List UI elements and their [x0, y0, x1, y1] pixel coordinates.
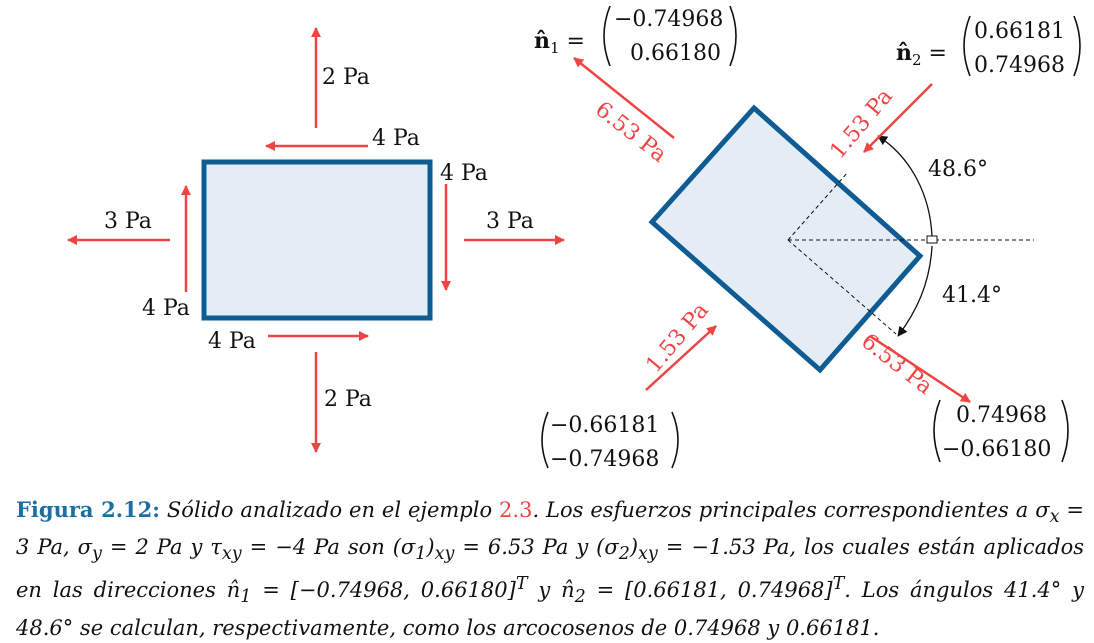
angle-arc-bottom — [897, 245, 933, 337]
direction-n2-dashed — [787, 171, 849, 241]
v3-right-paren — [671, 411, 679, 469]
n1-right-paren — [729, 5, 737, 67]
v4-left-paren — [933, 399, 941, 463]
label-shear-right: 4 Pa — [440, 161, 488, 186]
label-angle-bottom: 41.4° — [942, 283, 1002, 308]
principal-element-square — [648, 104, 924, 374]
n1-left-paren — [603, 5, 611, 67]
label-shear-top: 4 Pa — [372, 126, 420, 151]
label-653-upper: 6.53 Pa — [590, 97, 671, 168]
arrow-153-lower — [645, 325, 717, 391]
label-653-lower: 6.53 Pa — [856, 329, 937, 400]
n1-top-value: −0.74968 — [614, 7, 723, 32]
v4-top-value: 0.74968 — [956, 403, 1047, 428]
vector-n1: n̂1 = −0.74968 0.66180 — [534, 5, 737, 67]
v3-top-value: −0.66181 — [550, 413, 659, 438]
n2-left-paren — [963, 15, 971, 77]
stress-element-square — [201, 159, 433, 321]
label-normal-left: 3 Pa — [104, 209, 152, 234]
caption-label: Figura 2.12: — [16, 497, 160, 522]
figure-caption: Figura 2.12: Sólido analizado en el ejem… — [16, 497, 1085, 640]
vector-lower-right: 0.74968 −0.66180 — [933, 399, 1069, 463]
label-angle-top: 48.6° — [928, 157, 988, 182]
label-normal-bottom: 2 Pa — [324, 387, 372, 412]
direction-n4-dashed — [787, 239, 897, 335]
n2-top-value: 0.66181 — [974, 19, 1065, 44]
vector-lower-left: −0.66181 −0.74968 — [541, 411, 679, 470]
v4-right-paren — [1061, 399, 1069, 463]
stress-figure: 2 Pa 2 Pa 3 Pa 3 Pa 4 Pa 4 Pa 4 Pa 4 Pa … — [67, 5, 1081, 470]
example-link[interactable]: 2.3 — [499, 498, 533, 522]
n2-symbol: n̂2 = — [896, 40, 947, 69]
arrow-153-upper — [863, 83, 933, 153]
label-shear-bottom: 4 Pa — [208, 329, 256, 354]
n1-bottom-value: 0.66180 — [630, 41, 721, 66]
label-normal-right: 3 Pa — [486, 209, 534, 234]
n2-right-paren — [1073, 15, 1081, 77]
original-element: 2 Pa 2 Pa 3 Pa 3 Pa 4 Pa 4 Pa 4 Pa 4 Pa — [67, 27, 565, 453]
label-shear-left: 4 Pa — [142, 296, 190, 321]
vector-n2: n̂2 = 0.66181 0.74968 — [896, 15, 1081, 78]
v3-left-paren — [541, 411, 549, 469]
arrow-653-lower — [869, 334, 971, 404]
arrow-653-upper — [573, 57, 675, 139]
label-normal-top: 2 Pa — [322, 65, 370, 90]
rotated-element: 48.6° 41.4° 6.53 Pa 6.53 Pa 1.53 Pa 1.53… — [534, 5, 1081, 470]
v4-bottom-value: −0.66180 — [942, 437, 1051, 462]
n2-bottom-value: 0.74968 — [974, 53, 1065, 78]
angle-arc-mark — [926, 235, 938, 244]
v3-bottom-value: −0.74968 — [550, 447, 659, 470]
angle-arc-top — [877, 135, 933, 237]
n1-symbol: n̂1 = — [534, 28, 585, 57]
label-153-upper: 1.53 Pa — [825, 84, 897, 164]
